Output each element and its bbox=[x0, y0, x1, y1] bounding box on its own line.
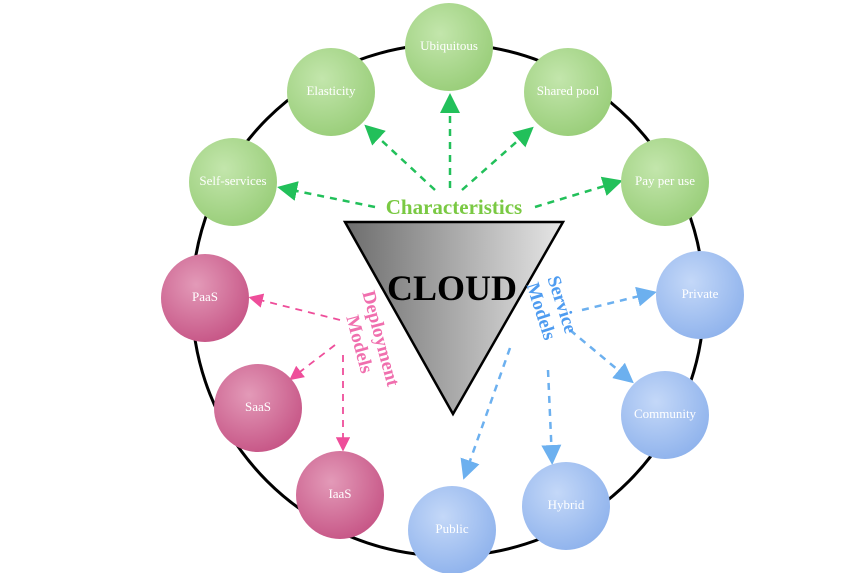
arrow-hybrid bbox=[541, 369, 562, 465]
arrow-saas bbox=[289, 344, 336, 381]
node-shared-pool: Shared pool bbox=[524, 48, 612, 136]
node-public: Public bbox=[408, 486, 496, 573]
svg-text:Elasticity: Elasticity bbox=[306, 83, 356, 98]
svg-text:Ubiquitous: Ubiquitous bbox=[420, 38, 478, 53]
deployment-nodes: PaaS SaaS IaaS bbox=[161, 254, 384, 539]
node-paas: PaaS bbox=[161, 254, 249, 342]
arrow-private bbox=[581, 286, 657, 312]
arrow-pay-per-use bbox=[534, 176, 623, 209]
node-ubiquitous: Ubiquitous bbox=[405, 3, 493, 91]
node-community: Community bbox=[621, 371, 709, 459]
arrow-public bbox=[460, 347, 512, 480]
arrow-community bbox=[569, 329, 634, 384]
svg-text:Community: Community bbox=[634, 406, 697, 421]
arrow-paas bbox=[248, 293, 341, 321]
center-label: CLOUD bbox=[387, 268, 517, 308]
svg-text:PaaS: PaaS bbox=[192, 289, 218, 304]
cloud-triangle bbox=[342, 220, 566, 417]
svg-text:Public: Public bbox=[435, 521, 468, 536]
svg-text:Shared pool: Shared pool bbox=[537, 83, 600, 98]
arrow-self-services bbox=[277, 181, 376, 209]
characteristics-title: Characteristics bbox=[386, 195, 522, 219]
service-models-title: Service Models bbox=[522, 273, 581, 342]
node-private: Private bbox=[656, 251, 744, 339]
arrow-elasticity bbox=[364, 124, 436, 191]
svg-text:IaaS: IaaS bbox=[328, 486, 351, 501]
node-pay-per-use: Pay per use bbox=[621, 138, 709, 226]
svg-text:Hybrid: Hybrid bbox=[548, 497, 585, 512]
svg-text:SaaS: SaaS bbox=[245, 399, 271, 414]
svg-text:Private: Private bbox=[682, 286, 719, 301]
node-hybrid: Hybrid bbox=[522, 462, 610, 550]
node-saas: SaaS bbox=[214, 364, 302, 452]
svg-text:Self-services: Self-services bbox=[199, 173, 266, 188]
service-nodes: Private Community Hybrid Public bbox=[408, 251, 744, 573]
node-iaas: IaaS bbox=[296, 451, 384, 539]
node-self-services: Self-services bbox=[189, 138, 277, 226]
node-elasticity: Elasticity bbox=[287, 48, 375, 136]
arrow-shared-pool bbox=[461, 126, 534, 191]
svg-text:Pay per use: Pay per use bbox=[635, 173, 695, 188]
characteristic-nodes: Ubiquitous Shared pool Elasticity Self-s… bbox=[189, 3, 709, 226]
arrows bbox=[248, 93, 657, 480]
